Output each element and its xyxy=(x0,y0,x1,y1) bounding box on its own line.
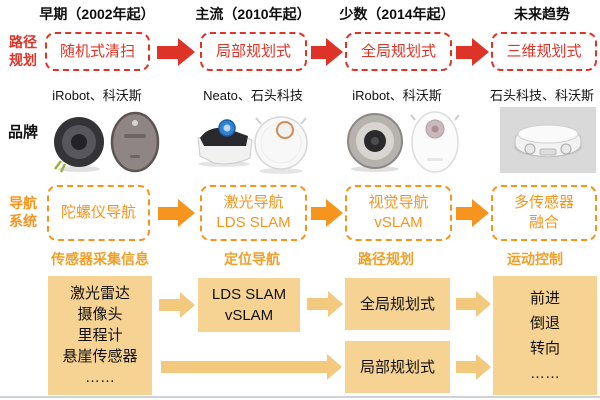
motion-item-turn: 转向 xyxy=(529,339,560,357)
pipeline-box-sensors: 激光雷达 摄像头 里程计 悬崖传感器 …… xyxy=(48,276,152,395)
arrow-right-icon-tan-sensors-to-localization xyxy=(159,292,195,318)
sensor-item-ellipsis: …… xyxy=(85,369,115,386)
navigation-box-gyro: 陀螺仪导航 xyxy=(47,185,150,241)
navigation-box-visual-line2: vSLAM xyxy=(374,214,423,231)
era-header-1: 早期（2002年起） xyxy=(39,6,155,22)
arrow-right-icon-orange-2 xyxy=(311,199,343,227)
sensor-item-lidar: 激光雷达 xyxy=(69,285,130,302)
pipeline-box-local-planning: 局部规划式 xyxy=(345,341,450,393)
row-label-navigation: 导航 系统 xyxy=(4,194,42,230)
arrow-right-icon-tan-local-to-motion xyxy=(456,354,491,380)
navigation-box-laser-line2: LDS SLAM xyxy=(216,214,291,231)
path-planning-box-global-label: 全局规划式 xyxy=(360,42,436,60)
era-header-3: 少数（2014年起） xyxy=(339,6,455,22)
motion-item-ellipsis: …… xyxy=(530,364,560,382)
path-planning-box-random-label: 随机式清扫 xyxy=(59,42,135,60)
row-label-navigation-line1: 导航 xyxy=(9,195,37,211)
navigation-box-visual: 视觉导航 vSLAM xyxy=(345,185,452,241)
arrow-right-icon-red-1 xyxy=(157,38,195,66)
arrow-right-icon-orange-1 xyxy=(158,199,195,227)
robot-image-neato xyxy=(194,116,256,173)
motion-item-forward: 前进 xyxy=(529,289,560,307)
row-label-path-planning-line1: 路径 xyxy=(9,34,37,50)
row-label-path-planning-line2: 规划 xyxy=(9,52,37,68)
motion-item-backward: 倒退 xyxy=(529,314,560,332)
navigation-box-visual-line1: 视觉导航 xyxy=(368,194,429,211)
pipeline-box-localization: LDS SLAM vSLAM xyxy=(198,278,300,332)
navigation-box-multisensor-line1: 多传感器 xyxy=(513,194,574,211)
path-planning-box-random: 随机式清扫 xyxy=(45,32,150,71)
robot-image-oval-taupe xyxy=(110,110,160,179)
robot-image-oval-white xyxy=(410,108,460,181)
navigation-box-multisensor-line2: 融合 xyxy=(528,214,559,231)
localization-lds-slam: LDS SLAM xyxy=(211,286,287,303)
path-planning-box-3d: 三维规划式 xyxy=(491,32,597,71)
pipeline-box-motion: 前进 倒退 转向 …… xyxy=(493,276,597,395)
pipeline-header-path-planning: 路径规划 xyxy=(358,251,414,267)
brand-names-3: iRobot、科沃斯 xyxy=(352,88,442,103)
local-planning-label: 局部规划式 xyxy=(359,358,435,376)
robot-image-roomba-dark xyxy=(52,112,106,179)
pipeline-header-sensors: 传感器采集信息 xyxy=(51,251,149,267)
brand-names-1: iRobot、科沃斯 xyxy=(52,88,142,103)
robot-image-mi-round xyxy=(252,108,310,181)
robot-image-roomba-silver xyxy=(344,110,406,179)
arrow-right-icon-red-3 xyxy=(456,38,489,66)
row-label-brand: 品牌 xyxy=(8,124,39,141)
arrow-right-icon-tan-global-to-motion xyxy=(456,291,491,317)
arrow-right-icon-tan-sensors-to-local xyxy=(161,354,342,380)
arrow-right-icon-tan-localization-to-global xyxy=(307,291,343,317)
localization-vslam: vSLAM xyxy=(224,307,274,324)
path-planning-box-3d-label: 三维规划式 xyxy=(506,42,582,60)
robot-image-concept-render xyxy=(500,107,596,178)
path-planning-box-global: 全局规划式 xyxy=(345,32,452,71)
era-header-4: 未来趋势 xyxy=(514,6,570,22)
era-header-2: 主流（2010年起） xyxy=(195,6,311,22)
sensor-item-odometer: 里程计 xyxy=(77,327,123,344)
pipeline-header-localization: 定位导航 xyxy=(224,251,280,267)
row-label-navigation-line2: 系统 xyxy=(9,213,37,229)
navigation-box-laser-line1: 激光导航 xyxy=(223,194,284,211)
navigation-box-laser: 激光导航 LDS SLAM xyxy=(200,185,307,241)
path-planning-box-local: 局部规划式 xyxy=(200,32,307,71)
navigation-box-multisensor: 多传感器 融合 xyxy=(491,185,597,241)
global-planning-label: 全局规划式 xyxy=(359,295,435,313)
brand-names-2: Neato、石头科技 xyxy=(203,88,303,103)
brand-names-4: 石头科技、科沃斯 xyxy=(489,88,594,103)
sensor-item-cliff: 悬崖传感器 xyxy=(62,348,138,365)
bottom-divider xyxy=(0,396,600,398)
navigation-box-gyro-label: 陀螺仪导航 xyxy=(60,204,136,221)
sensor-item-camera: 摄像头 xyxy=(77,306,123,323)
row-label-path-planning: 路径 规划 xyxy=(4,33,42,69)
pipeline-header-motion: 运动控制 xyxy=(507,251,563,267)
pipeline-box-global-planning: 全局规划式 xyxy=(345,278,450,330)
arrow-right-icon-red-2 xyxy=(311,38,343,66)
arrow-right-icon-orange-3 xyxy=(456,199,489,227)
path-planning-box-local-label: 局部规划式 xyxy=(215,42,291,60)
